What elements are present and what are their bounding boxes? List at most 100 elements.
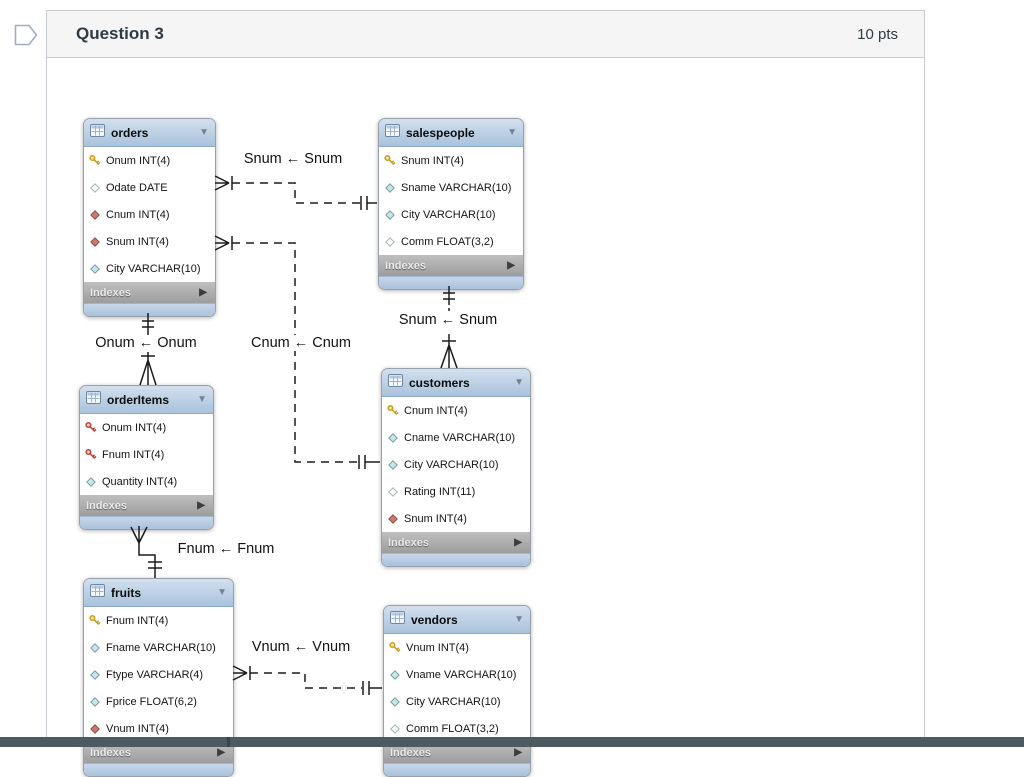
column-row: Vnum INT(4) [384, 634, 530, 661]
column-text: Sname VARCHAR(10) [401, 181, 512, 194]
table-bottom-strip [80, 516, 213, 529]
column-row: Fnum INT(4) [84, 607, 233, 634]
diamond-cyan-icon [384, 209, 396, 220]
column-row: Snum INT(4) [382, 505, 530, 532]
table-icon [390, 610, 405, 629]
expand-arrow-icon: ▶ [217, 746, 225, 758]
column-row: Fnum INT(4) [80, 441, 213, 468]
diamond-red-icon [89, 209, 101, 220]
diamond-white-icon [387, 486, 399, 497]
expand-arrow-icon: ▶ [199, 286, 207, 298]
column-row: Comm FLOAT(3,2) [384, 715, 530, 742]
table-bottom-strip [384, 763, 530, 776]
relationship-label: Onum ← Onum [92, 335, 200, 351]
indexes-label: Indexes [86, 499, 127, 512]
relationship-label: Fnum ← Fnum [174, 541, 278, 557]
question-title: Question 3 [76, 24, 164, 43]
table-customers: customers▼Cnum INT(4)Cname VARCHAR(10)Ci… [381, 368, 531, 567]
table-salespeople: salespeople ▼ Snum INT(4) Sname VARCHAR(10)… [378, 118, 524, 290]
column-row: Vname VARCHAR(10) [384, 661, 530, 688]
indexes-footer: Indexes ▶ [382, 532, 530, 553]
column-text: Vname VARCHAR(10) [406, 668, 517, 681]
column-text: Cnum INT(4) [106, 208, 170, 221]
diamond-red-icon [89, 236, 101, 247]
diamond-cyan-icon [387, 432, 399, 443]
expand-arrow-icon: ▶ [514, 536, 522, 548]
column-text: Cname VARCHAR(10) [404, 431, 516, 444]
table-icon [90, 583, 105, 602]
expand-arrow-icon: ▶ [507, 259, 515, 271]
table-bottom-strip [379, 276, 523, 289]
collapse-caret-icon: ▼ [514, 613, 524, 625]
diamond-cyan-icon [389, 669, 401, 680]
key-gold-icon [389, 641, 401, 654]
column-row: Fname VARCHAR(10) [84, 634, 233, 661]
column-row: Odate DATE [84, 174, 215, 201]
diamond-cyan-icon [389, 696, 401, 707]
table-bottom-strip [84, 303, 215, 316]
column-text: Fprice FLOAT(6,2) [106, 695, 197, 708]
indexes-label: Indexes [90, 746, 131, 759]
relationship-label: Cnum ← Cnum [248, 335, 354, 351]
column-row: Quantity INT(4) [80, 468, 213, 495]
column-text: Rating INT(11) [404, 485, 476, 498]
table-icon [385, 123, 400, 142]
diamond-cyan-icon [384, 182, 396, 193]
key-gold-icon [89, 614, 101, 627]
table-title: orderItems [107, 392, 170, 407]
table-title: salespeople [406, 125, 475, 140]
expand-arrow-icon: ▶ [514, 746, 522, 758]
bottom-bar-divider [227, 737, 230, 747]
question-flag-icon[interactable] [14, 24, 38, 46]
diamond-white-icon [389, 723, 401, 734]
indexes-label: Indexes [385, 259, 426, 272]
key-red-icon [85, 448, 97, 461]
collapse-caret-icon: ▼ [514, 376, 524, 388]
expand-arrow-icon: ▶ [197, 499, 205, 511]
key-gold-icon [387, 404, 399, 417]
column-text: Comm FLOAT(3,2) [406, 722, 499, 735]
column-text: Cnum INT(4) [404, 404, 468, 417]
table-title: fruits [111, 585, 141, 600]
column-text: Vnum INT(4) [406, 641, 469, 654]
relationship-label: Snum ← Snum [240, 151, 346, 167]
table-bottom-strip [382, 553, 530, 566]
diamond-white-icon [384, 236, 396, 247]
indexes-footer: Indexes▶ [84, 282, 215, 303]
column-list: Onum INT(4)Fnum INT(4)Quantity INT(4) [80, 414, 213, 495]
table-header: fruits▼ [84, 579, 233, 607]
question-header: Question 3 10 pts [46, 10, 925, 58]
column-text: City VARCHAR(10) [406, 695, 501, 708]
column-text: Snum INT(4) [401, 154, 464, 167]
collapse-caret-icon: ▼ [197, 393, 207, 405]
column-text: Fnum INT(4) [102, 448, 165, 461]
column-text: Comm FLOAT(3,2) [401, 235, 494, 248]
page-bottom-bar [0, 737, 1024, 747]
diamond-white-icon [89, 182, 101, 193]
column-row: Cnum INT(4) [84, 201, 215, 228]
column-row: Snum INT(4) [379, 147, 523, 174]
column-text: City VARCHAR(10) [401, 208, 496, 221]
column-row: Rating INT(11) [382, 478, 530, 505]
diamond-cyan-icon [89, 263, 101, 274]
diamond-cyan-icon [85, 476, 97, 487]
table-vendors: vendors ▼ Vnum INT(4) Vname VARCHAR(10) City… [383, 605, 531, 777]
column-row: Snum INT(4) [84, 228, 215, 255]
table-header: customers▼ [382, 369, 530, 397]
diamond-cyan-icon [89, 696, 101, 707]
collapse-caret-icon: ▼ [507, 126, 517, 138]
diamond-red-icon [89, 723, 101, 734]
indexes-footer: Indexes ▶ [80, 495, 213, 516]
column-row: City VARCHAR(10) [379, 201, 523, 228]
indexes-label: Indexes [388, 536, 429, 549]
column-row: Fprice FLOAT(6,2) [84, 688, 233, 715]
table-icon [86, 390, 101, 409]
table-title: vendors [411, 612, 458, 627]
column-row: Cnum INT(4) [382, 397, 530, 424]
table-fruits: fruits▼Fnum INT(4)Fname VARCHAR(10)Ftype… [83, 578, 234, 777]
key-gold-icon [89, 154, 101, 167]
diamond-cyan-icon [89, 669, 101, 680]
diamond-red-icon [387, 513, 399, 524]
